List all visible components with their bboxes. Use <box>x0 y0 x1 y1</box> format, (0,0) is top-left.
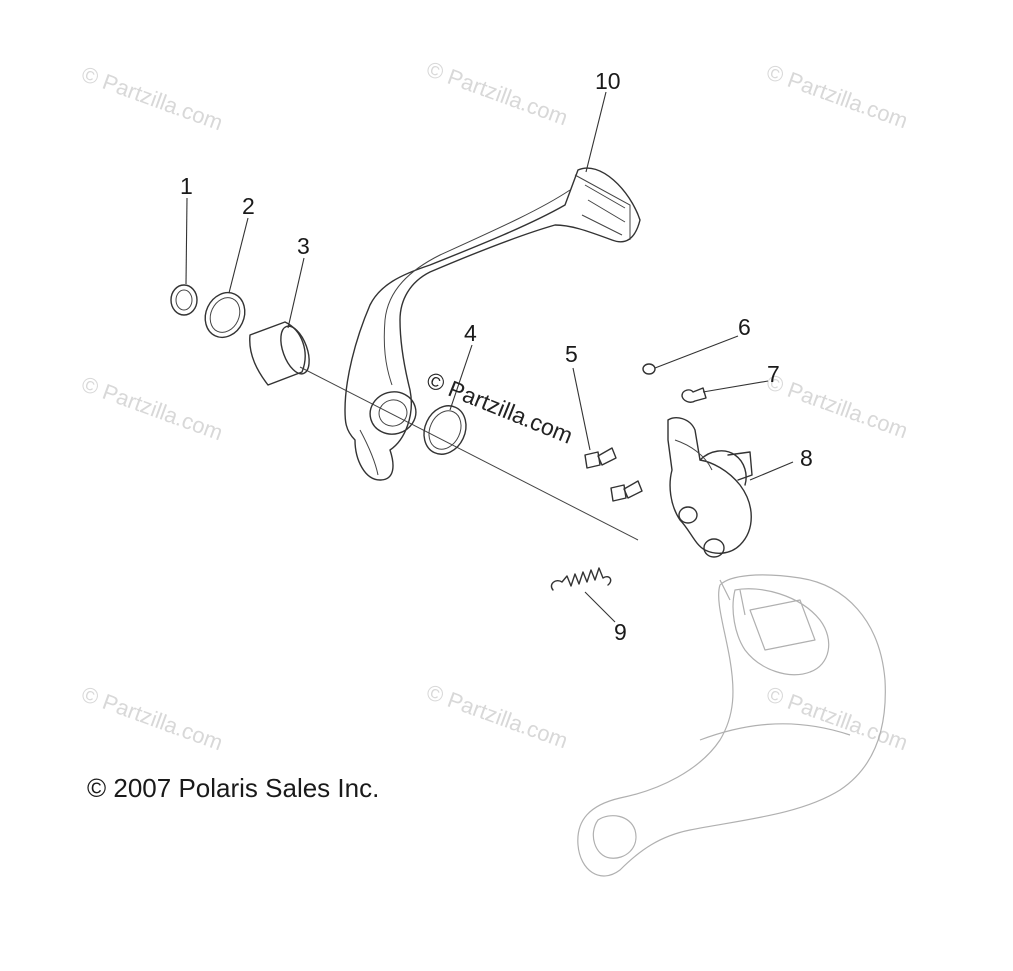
leader-lines <box>185 91 794 623</box>
pin <box>681 387 707 403</box>
washer-2 <box>204 291 246 339</box>
callout-10: 10 <box>595 68 621 94</box>
washer-4 <box>423 405 467 455</box>
assembly-axis-line <box>299 366 639 541</box>
bushing <box>249 321 310 386</box>
retaining-ring <box>170 284 198 316</box>
clip <box>642 363 656 375</box>
watermark: © Partzilla.com <box>423 56 571 130</box>
callouts: 1 2 3 4 5 6 7 8 9 10 <box>180 68 813 645</box>
copyright-text: © 2007 Polaris Sales Inc. <box>87 773 379 803</box>
watermark: © Partzilla.com <box>78 371 226 445</box>
background-housing <box>577 574 886 877</box>
watermark: © Partzilla.com <box>78 681 226 755</box>
callout-1: 1 <box>180 173 193 199</box>
bolts <box>584 447 643 502</box>
callout-3: 3 <box>297 233 310 259</box>
callout-8: 8 <box>800 445 813 471</box>
watermark: © Partzilla.com <box>763 369 911 443</box>
callout-9: 9 <box>614 619 627 645</box>
callout-4: 4 <box>464 320 477 346</box>
callout-7: 7 <box>767 361 780 387</box>
callout-5: 5 <box>565 341 578 367</box>
watermark: © Partzilla.com <box>423 679 571 753</box>
brake-pedal <box>344 167 641 481</box>
watermark: © Partzilla.com <box>78 61 226 135</box>
master-cylinder <box>667 417 753 558</box>
spring <box>550 567 612 591</box>
center-watermark: © Partzilla.com <box>423 367 576 449</box>
callout-2: 2 <box>242 193 255 219</box>
watermark: © Partzilla.com <box>763 59 911 133</box>
watermark: © Partzilla.com <box>763 681 911 755</box>
callout-6: 6 <box>738 314 751 340</box>
